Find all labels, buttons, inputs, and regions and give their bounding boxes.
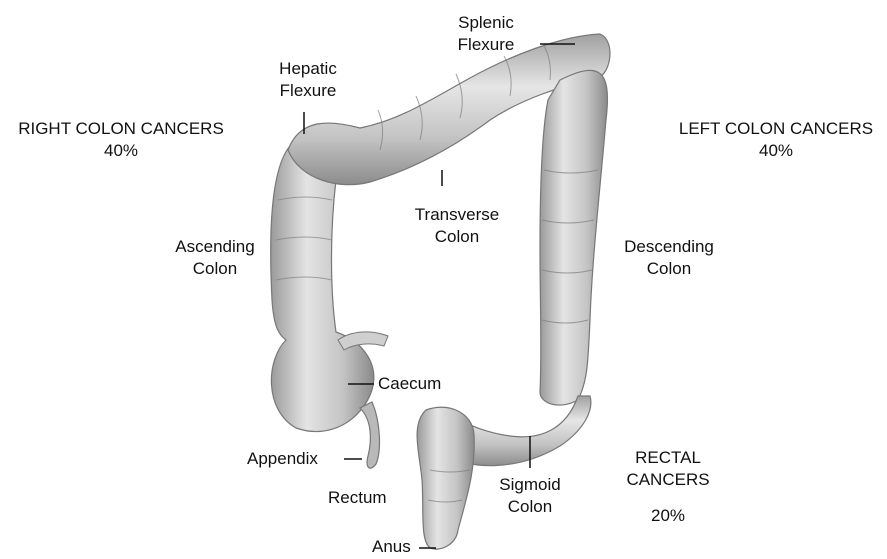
left-colon-cancers-label: LEFT COLON CANCERS 40% [668, 118, 884, 162]
hepatic-flexure-line2: Flexure [258, 80, 358, 102]
right-colon-cancers-label: RIGHT COLON CANCERS 40% [8, 118, 234, 162]
left-colon-cancers-percent: 40% [668, 140, 884, 162]
rectal-cancers-label: RECTAL CANCERS 20% [618, 447, 718, 527]
sigmoid-colon-label: Sigmoid Colon [490, 474, 570, 518]
right-colon-cancers-percent: 40% [8, 140, 234, 162]
descending-colon-shape [540, 70, 607, 405]
rectal-cancers-line1: RECTAL [618, 447, 718, 469]
sigmoid-colon-line1: Sigmoid [490, 474, 570, 496]
hepatic-flexure-line1: Hepatic [258, 58, 358, 80]
ascending-colon-line2: Colon [160, 258, 270, 280]
descending-colon-line2: Colon [610, 258, 728, 280]
right-colon-cancers-name: RIGHT COLON CANCERS [8, 118, 234, 140]
left-colon-cancers-name: LEFT COLON CANCERS [668, 118, 884, 140]
appendix-shape [360, 402, 379, 468]
transverse-colon-line2: Colon [402, 226, 512, 248]
anus-label: Anus [372, 536, 411, 558]
ascending-colon-label: Ascending Colon [160, 236, 270, 280]
splenic-flexure-line1: Splenic [436, 12, 536, 34]
transverse-colon-line1: Transverse [402, 204, 512, 226]
hepatic-flexure-label: Hepatic Flexure [258, 58, 358, 102]
appendix-label: Appendix [247, 448, 318, 470]
transverse-colon-label: Transverse Colon [402, 204, 512, 248]
sigmoid-colon-line2: Colon [490, 496, 570, 518]
descending-colon-line1: Descending [610, 236, 728, 258]
rectum-label: Rectum [328, 487, 387, 509]
ileum-stub [338, 332, 388, 350]
descending-colon-label: Descending Colon [610, 236, 728, 280]
rectal-cancers-line2: CANCERS [618, 469, 718, 491]
colon-body [271, 34, 610, 549]
splenic-flexure-label: Splenic Flexure [436, 12, 536, 56]
rectum-shape [417, 407, 474, 549]
caecum-label: Caecum [378, 373, 441, 395]
rectal-cancers-percent: 20% [618, 505, 718, 527]
splenic-flexure-line2: Flexure [436, 34, 536, 56]
ascending-colon-line1: Ascending [160, 236, 270, 258]
